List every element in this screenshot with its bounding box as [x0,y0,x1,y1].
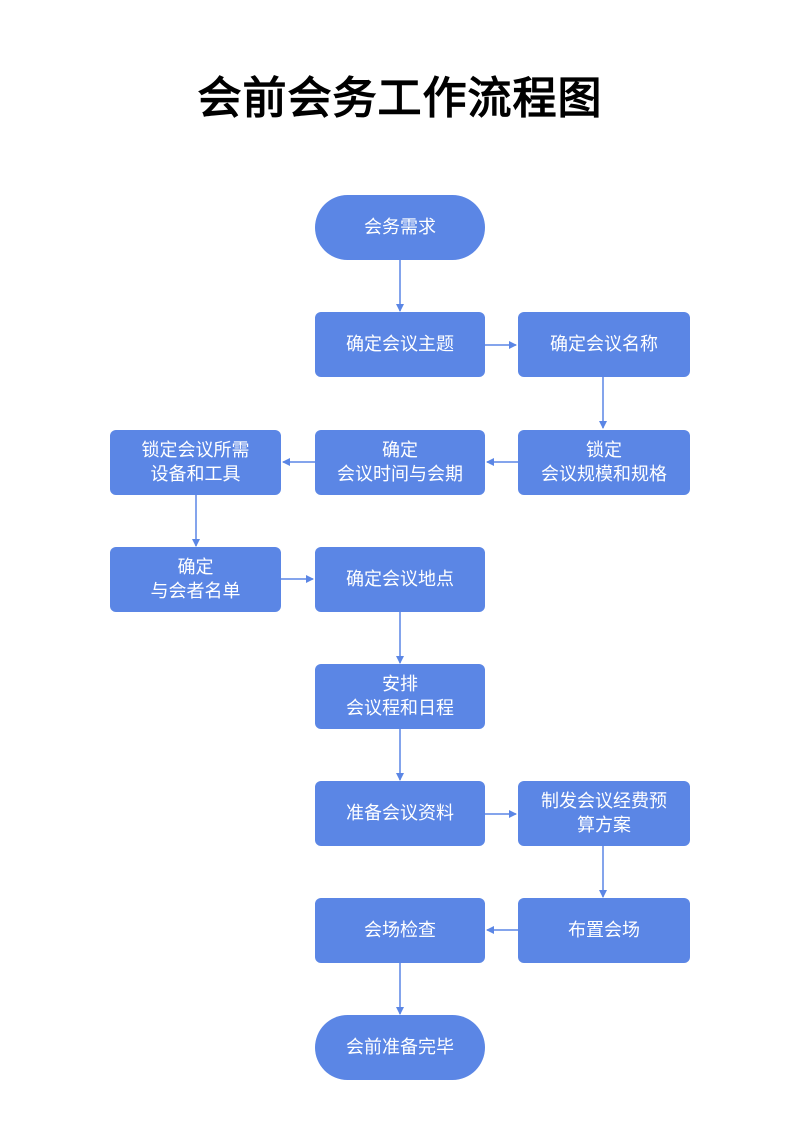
node-lock-scale: 锁定 会议规模和规格 [518,430,690,495]
node-confirm-attendees: 确定 与会者名单 [110,547,281,612]
node-budget-plan: 制发会议经费预 算方案 [518,781,690,846]
node-end: 会前准备完毕 [315,1015,485,1080]
node-start: 会务需求 [315,195,485,260]
node-lock-equipment: 锁定会议所需 设备和工具 [110,430,281,495]
node-confirm-theme: 确定会议主题 [315,312,485,377]
node-confirm-time: 确定 会议时间与会期 [315,430,485,495]
node-confirm-name: 确定会议名称 [518,312,690,377]
node-layout-venue: 布置会场 [518,898,690,963]
node-confirm-venue: 确定会议地点 [315,547,485,612]
page-title: 会前会务工作流程图 [197,73,603,124]
node-arrange-schedule: 安排 会议程和日程 [315,664,485,729]
node-prepare-materials: 准备会议资料 [315,781,485,846]
node-inspect-venue: 会场检查 [315,898,485,963]
